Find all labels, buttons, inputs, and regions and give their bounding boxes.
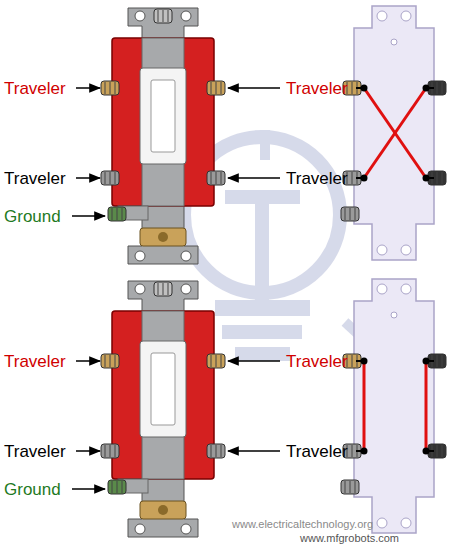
watermark: www.mfgrobots.com	[300, 533, 399, 544]
leader-arrow	[76, 360, 100, 362]
terminal-label: Ground	[4, 208, 61, 225]
four-way-switch	[101, 8, 225, 264]
watermark: www.electricaltechnology.org	[232, 519, 373, 530]
leader-arrow	[76, 177, 100, 179]
leader-arrow	[76, 450, 100, 452]
terminal-label: Traveler	[4, 353, 66, 370]
leader-arrow	[72, 488, 105, 490]
switch-back-plate	[341, 279, 446, 533]
leader-arrow	[228, 450, 280, 452]
leader-arrow	[72, 215, 105, 217]
terminal-label: Traveler	[286, 443, 348, 460]
leader-arrow	[228, 177, 280, 179]
leader-arrow	[76, 87, 100, 89]
terminal-label: Traveler	[4, 80, 66, 97]
terminal-label: Ground	[4, 481, 61, 498]
switch-back-plate	[341, 6, 446, 260]
terminal-label: Traveler	[286, 170, 348, 187]
terminal-label: Traveler	[286, 80, 348, 97]
leader-arrow	[228, 87, 280, 89]
leader-arrow	[228, 360, 280, 362]
four-way-switch	[101, 281, 225, 537]
terminal-label: Traveler	[4, 170, 66, 187]
terminal-label: Traveler	[286, 353, 348, 370]
terminal-label: Traveler	[4, 443, 66, 460]
